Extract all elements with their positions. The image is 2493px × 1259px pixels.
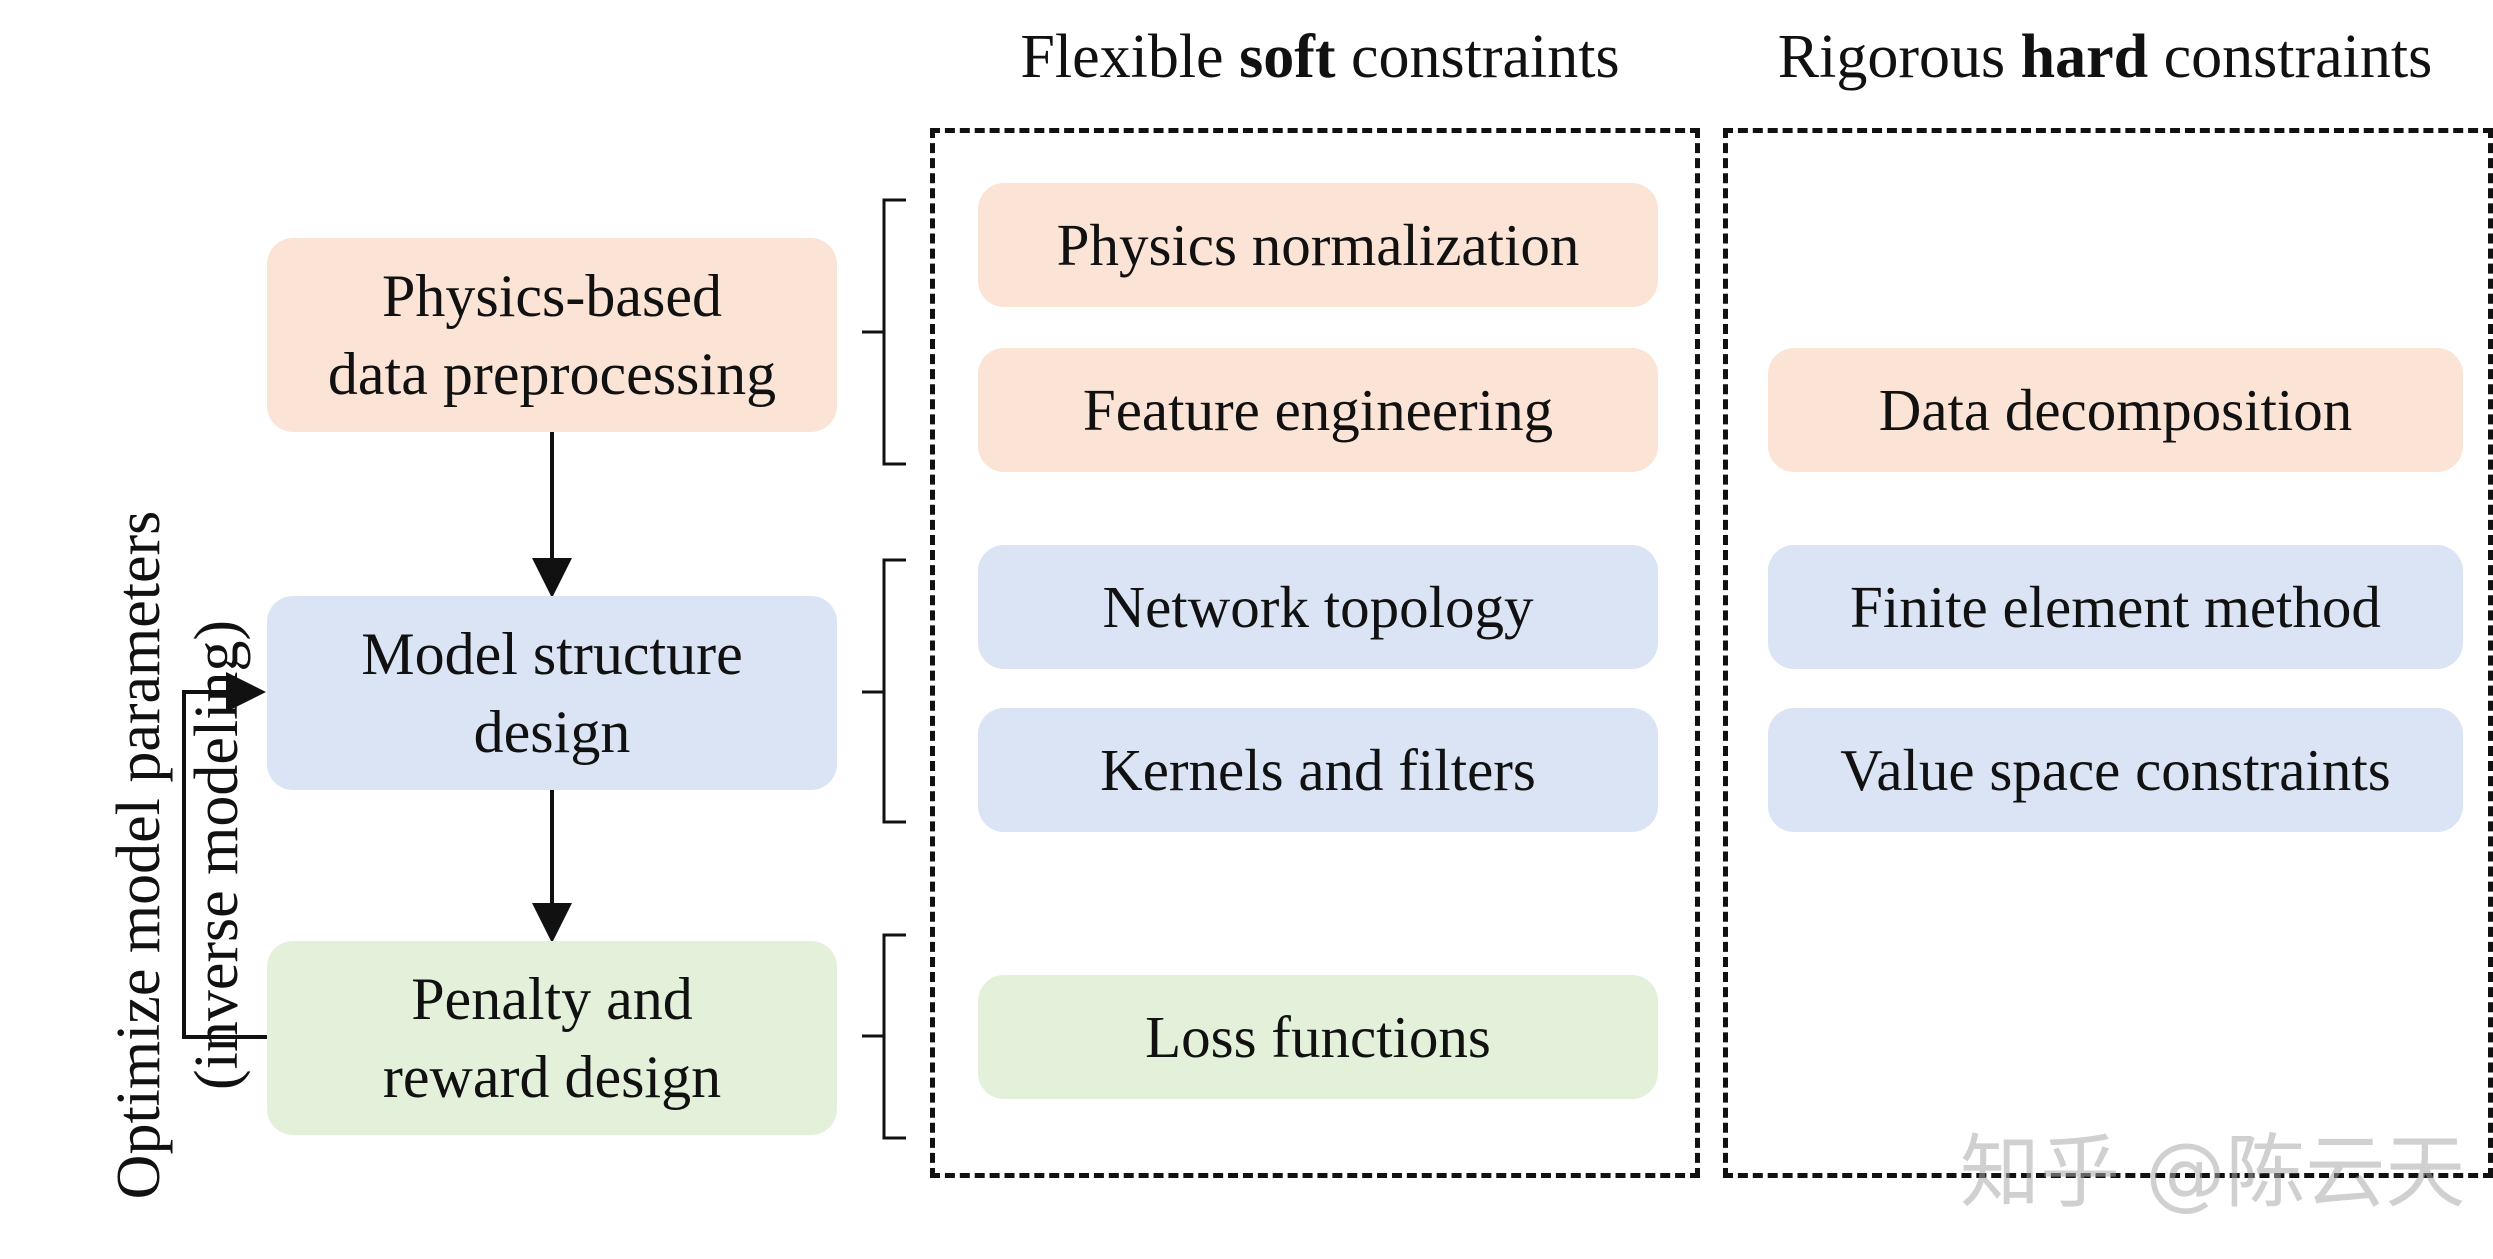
hard-header-suffix: constraints bbox=[2148, 23, 2433, 91]
soft-header-suffix: constraints bbox=[1335, 23, 1620, 91]
stage-model-structure-design: Model structure design bbox=[267, 596, 837, 790]
item-data-decomposition: Data decomposition bbox=[1768, 348, 2463, 472]
item-network-topology: Network topology bbox=[978, 545, 1658, 669]
stage-physics-based-preprocessing: Physics-based data preprocessing bbox=[267, 238, 837, 432]
soft-constraints-frame bbox=[930, 128, 1700, 1178]
item-finite-element-method: Finite element method bbox=[1768, 545, 2463, 669]
item-physics-normalization: Physics normalization bbox=[978, 183, 1658, 307]
soft-header-prefix: Flexible bbox=[1020, 23, 1240, 91]
bracket-model bbox=[862, 558, 906, 824]
bracket-preprocessing bbox=[862, 198, 906, 466]
watermark: 知乎 @陈云天 bbox=[1960, 1126, 2466, 1219]
side-label-line2: (inverse modeling) bbox=[183, 619, 251, 1091]
hard-header-prefix: Rigorous bbox=[1777, 23, 2021, 91]
stage-penalty-line1: Penalty and bbox=[411, 966, 693, 1032]
hard-constraints-header: Rigorous hard constraints bbox=[1725, 22, 2485, 93]
stage-penalty-line2: reward design bbox=[382, 1044, 722, 1110]
item-feature-engineering: Feature engineering bbox=[978, 348, 1658, 472]
soft-header-bold: soft bbox=[1239, 23, 1336, 91]
bracket-penalty bbox=[862, 933, 906, 1140]
stage-penalty-reward-design: Penalty and reward design bbox=[267, 941, 837, 1135]
item-loss-functions: Loss functions bbox=[978, 975, 1658, 1099]
hard-constraints-frame bbox=[1723, 128, 2493, 1178]
soft-constraints-header: Flexible soft constraints bbox=[930, 22, 1710, 93]
item-value-space-constraints: Value space constraints bbox=[1768, 708, 2463, 832]
stage-model-line1: Model structure bbox=[361, 621, 743, 687]
optimize-parameters-label: Optimize model parameters (inverse model… bbox=[100, 495, 256, 1215]
stage-model-line2: design bbox=[473, 699, 631, 765]
stage-preprocessing-line2: data preprocessing bbox=[327, 341, 777, 407]
feedback-loop-arrow bbox=[182, 672, 267, 1039]
item-kernels-and-filters: Kernels and filters bbox=[978, 708, 1658, 832]
hard-header-bold: hard bbox=[2020, 23, 2149, 91]
stage-preprocessing-line1: Physics-based bbox=[382, 263, 722, 329]
side-label-line1: Optimize model parameters bbox=[105, 510, 173, 1200]
